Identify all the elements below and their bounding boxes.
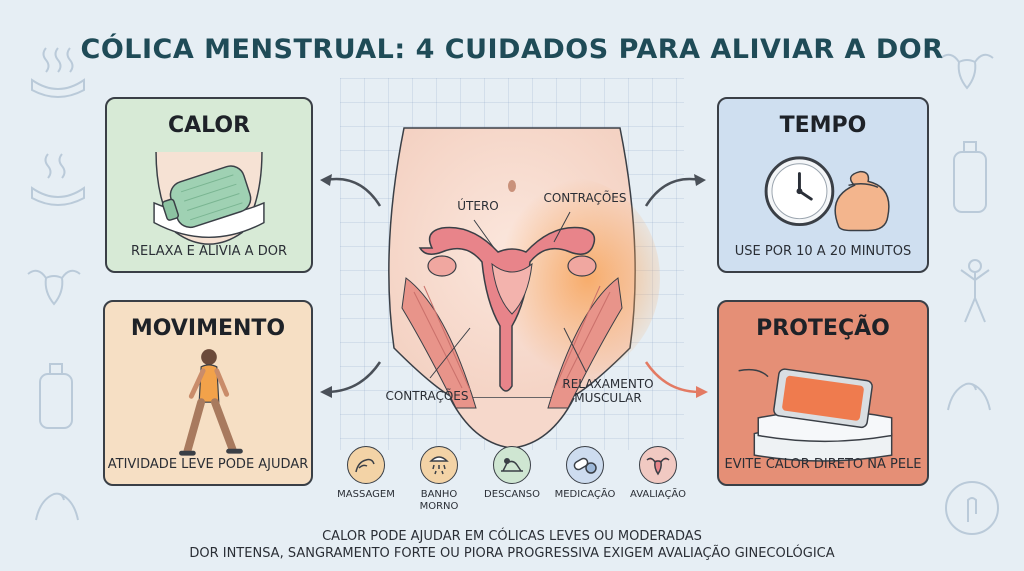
- label-relaxamento-line2: MUSCULAR: [574, 391, 642, 405]
- massage-icon: [347, 446, 385, 484]
- heating-pad-on-towel-icon: [738, 368, 893, 462]
- card-caption: RELAXA E ALIVIA A DOR: [131, 244, 287, 259]
- icon-label-line2: MORNO: [419, 501, 459, 512]
- icon-label: DESCANSO: [484, 489, 540, 500]
- card-title: PROTEÇÃO: [756, 316, 890, 341]
- icon-item-descanso: DESCANSO: [472, 446, 552, 501]
- icon-item-medicacao: MEDICAÇÃO: [545, 446, 625, 501]
- card-title: MOVIMENTO: [130, 316, 286, 341]
- label-utero: ÚTERO: [457, 199, 499, 213]
- icon-item-massagem: MASSAGEM: [326, 446, 406, 501]
- icon-label: MASSAGEM: [337, 489, 395, 500]
- footer-line1: CALOR PODE AJUDAR EM CÓLICAS LEVES OU MO…: [322, 529, 702, 544]
- uterus-outline-icon: [940, 53, 994, 90]
- card-caption: ATIVIDADE LEVE PODE AJUDAR: [107, 457, 309, 472]
- hot-water-bottle-icon: [953, 141, 987, 213]
- card-title: CALOR: [167, 113, 251, 138]
- card-movimento: MOVIMENTO ATIVIDADE LEVE PODE AJUDAR: [103, 300, 313, 486]
- arrow-to-movimento: [320, 361, 382, 398]
- label-contracoes-top: CONTRAÇÕES: [543, 191, 627, 205]
- page-title: CÓLICA MENSTRUAL: 4 CUIDADOS PARA ALIVIA…: [80, 34, 944, 65]
- arrow-to-tempo: [644, 174, 706, 207]
- label-relaxamento: RELAXAMENTO MUSCULAR: [548, 377, 668, 405]
- footer-note: CALOR PODE AJUDAR EM CÓLICAS LEVES OU MO…: [0, 528, 1024, 562]
- label-contracoes-bottom: CONTRAÇÕES: [385, 389, 469, 403]
- arrow-to-protecao: [644, 361, 708, 398]
- hands-icon: [35, 492, 79, 521]
- clock-and-heat-pack-icon: [764, 156, 890, 232]
- uterus-icon: [639, 446, 677, 484]
- label-relaxamento-line1: RELAXAMENTO: [562, 377, 654, 391]
- heat-waves-icon: [31, 153, 85, 206]
- heat-waves-icon: [31, 47, 85, 98]
- icon-item-avaliacao: AVALIAÇÃO: [618, 446, 698, 501]
- uterus-outline-icon: [27, 269, 81, 306]
- uterus-anatomy-illustration: [388, 127, 660, 449]
- rest-icon: [493, 446, 531, 484]
- stretching-person-icon: [960, 259, 990, 323]
- icon-label: BANHO MORNO: [399, 489, 479, 513]
- card-protecao: PROTEÇÃO EVITE CALOR DIRETO NA PELE: [717, 300, 929, 486]
- icon-item-banho-morno: BANHO MORNO: [399, 446, 479, 513]
- card-tempo: TEMPO USE POR 10 A 20 MINUTOS: [717, 97, 929, 273]
- footer-line2: DOR INTENSA, SANGRAMENTO FORTE OU PIORA …: [189, 546, 835, 561]
- touch-icon: [945, 481, 999, 535]
- walking-woman-icon: [179, 349, 243, 456]
- hands-icon: [947, 382, 991, 411]
- icon-label-line1: BANHO: [420, 489, 458, 500]
- icon-label: AVALIAÇÃO: [630, 489, 686, 500]
- card-title: TEMPO: [779, 113, 867, 138]
- shower-icon: [420, 446, 458, 484]
- hot-water-bottle-on-belly-icon: [153, 151, 265, 245]
- card-caption: USE POR 10 A 20 MINUTOS: [734, 244, 912, 259]
- pills-icon: [566, 446, 604, 484]
- card-calor: CALOR RELAXA E ALIVIA A DOR: [105, 97, 313, 273]
- icon-label: MEDICAÇÃO: [554, 489, 616, 500]
- arrow-to-calor: [320, 174, 382, 207]
- card-caption: EVITE CALOR DIRETO NA PELE: [724, 457, 922, 472]
- hot-water-bottle-icon: [39, 363, 73, 429]
